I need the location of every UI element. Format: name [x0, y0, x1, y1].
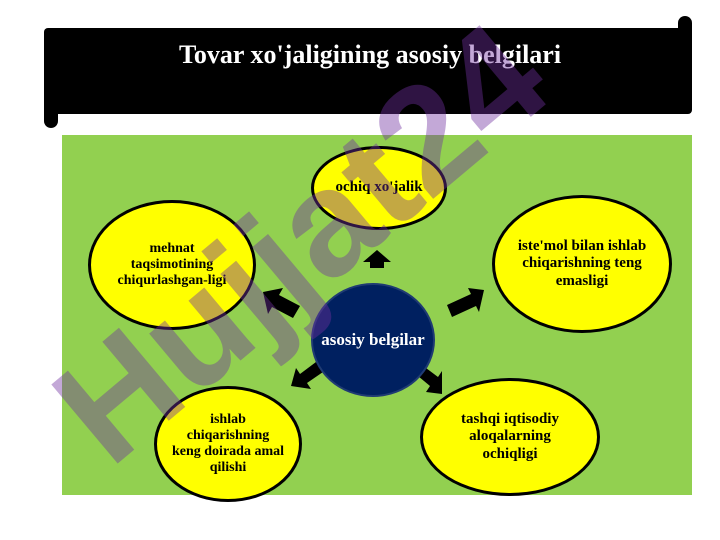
- arrow-lower-right: [418, 368, 442, 394]
- node-label: tashqi iqtisodiy aloqalarning ochiqligi: [461, 411, 559, 462]
- slide-title: Tovar xo'jaligining asosiy belgilari: [178, 40, 562, 69]
- arrow-upper-left: [263, 288, 300, 318]
- node-label: mehnat taqsimotining chiqurlashgan-ligi: [117, 240, 227, 289]
- center-label: asosiy belgilar: [321, 329, 425, 349]
- center-node: asosiy belgilar: [311, 283, 435, 397]
- node-division-of-labor: mehnat taqsimotining chiqurlashgan-ligi: [88, 200, 256, 330]
- node-wide-production: ishlab chiqarishning keng doirada amal q…: [154, 386, 302, 502]
- node-open-economy: ochiq xo'jalik: [311, 146, 447, 230]
- node-label: ishlab chiqarishning keng doirada amal q…: [171, 411, 284, 476]
- node-external-relations: tashqi iqtisodiy aloqalarning ochiqligi: [420, 378, 600, 496]
- node-consumption-production: iste'mol bilan ishlab chiqarishning teng…: [492, 195, 672, 333]
- node-label: ochiq xo'jalik: [335, 179, 423, 196]
- title-banner: [44, 28, 692, 114]
- arrow-up: [363, 250, 391, 268]
- arrow-upper-right: [447, 288, 484, 317]
- node-label: iste'mol bilan ishlab chiqarishning teng…: [517, 238, 647, 289]
- arrow-lower-left: [291, 362, 323, 389]
